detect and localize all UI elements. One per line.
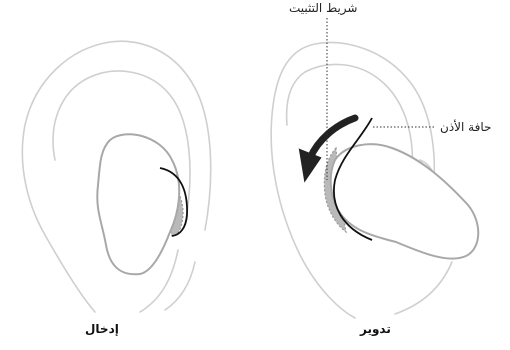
right-earbud [298, 114, 480, 260]
right-earbud-body [329, 143, 480, 260]
ear-rim-label: حافة الأذن [440, 120, 492, 134]
rotate-arrow-head [298, 148, 322, 183]
left-inner-helix [52, 70, 191, 226]
insert-caption: إدخال [85, 322, 119, 336]
right-antihelix [394, 261, 453, 315]
left-ear-illustration [21, 40, 212, 313]
left-antihelix [139, 249, 179, 313]
left-outer-ear [21, 40, 212, 313]
left-earbud [96, 133, 188, 276]
rotate-caption: تدوير [360, 322, 391, 336]
right-ear-rim-line [333, 117, 373, 241]
fit-wing-label: شريط التثبيت [289, 1, 358, 15]
rotate-arrow [306, 114, 359, 162]
right-inner-helix [285, 63, 414, 186]
left-earbud-body [96, 133, 181, 276]
left-lobe-line [164, 261, 196, 311]
left-ear-rim-line [159, 167, 188, 237]
right-outer-ear [270, 41, 435, 319]
